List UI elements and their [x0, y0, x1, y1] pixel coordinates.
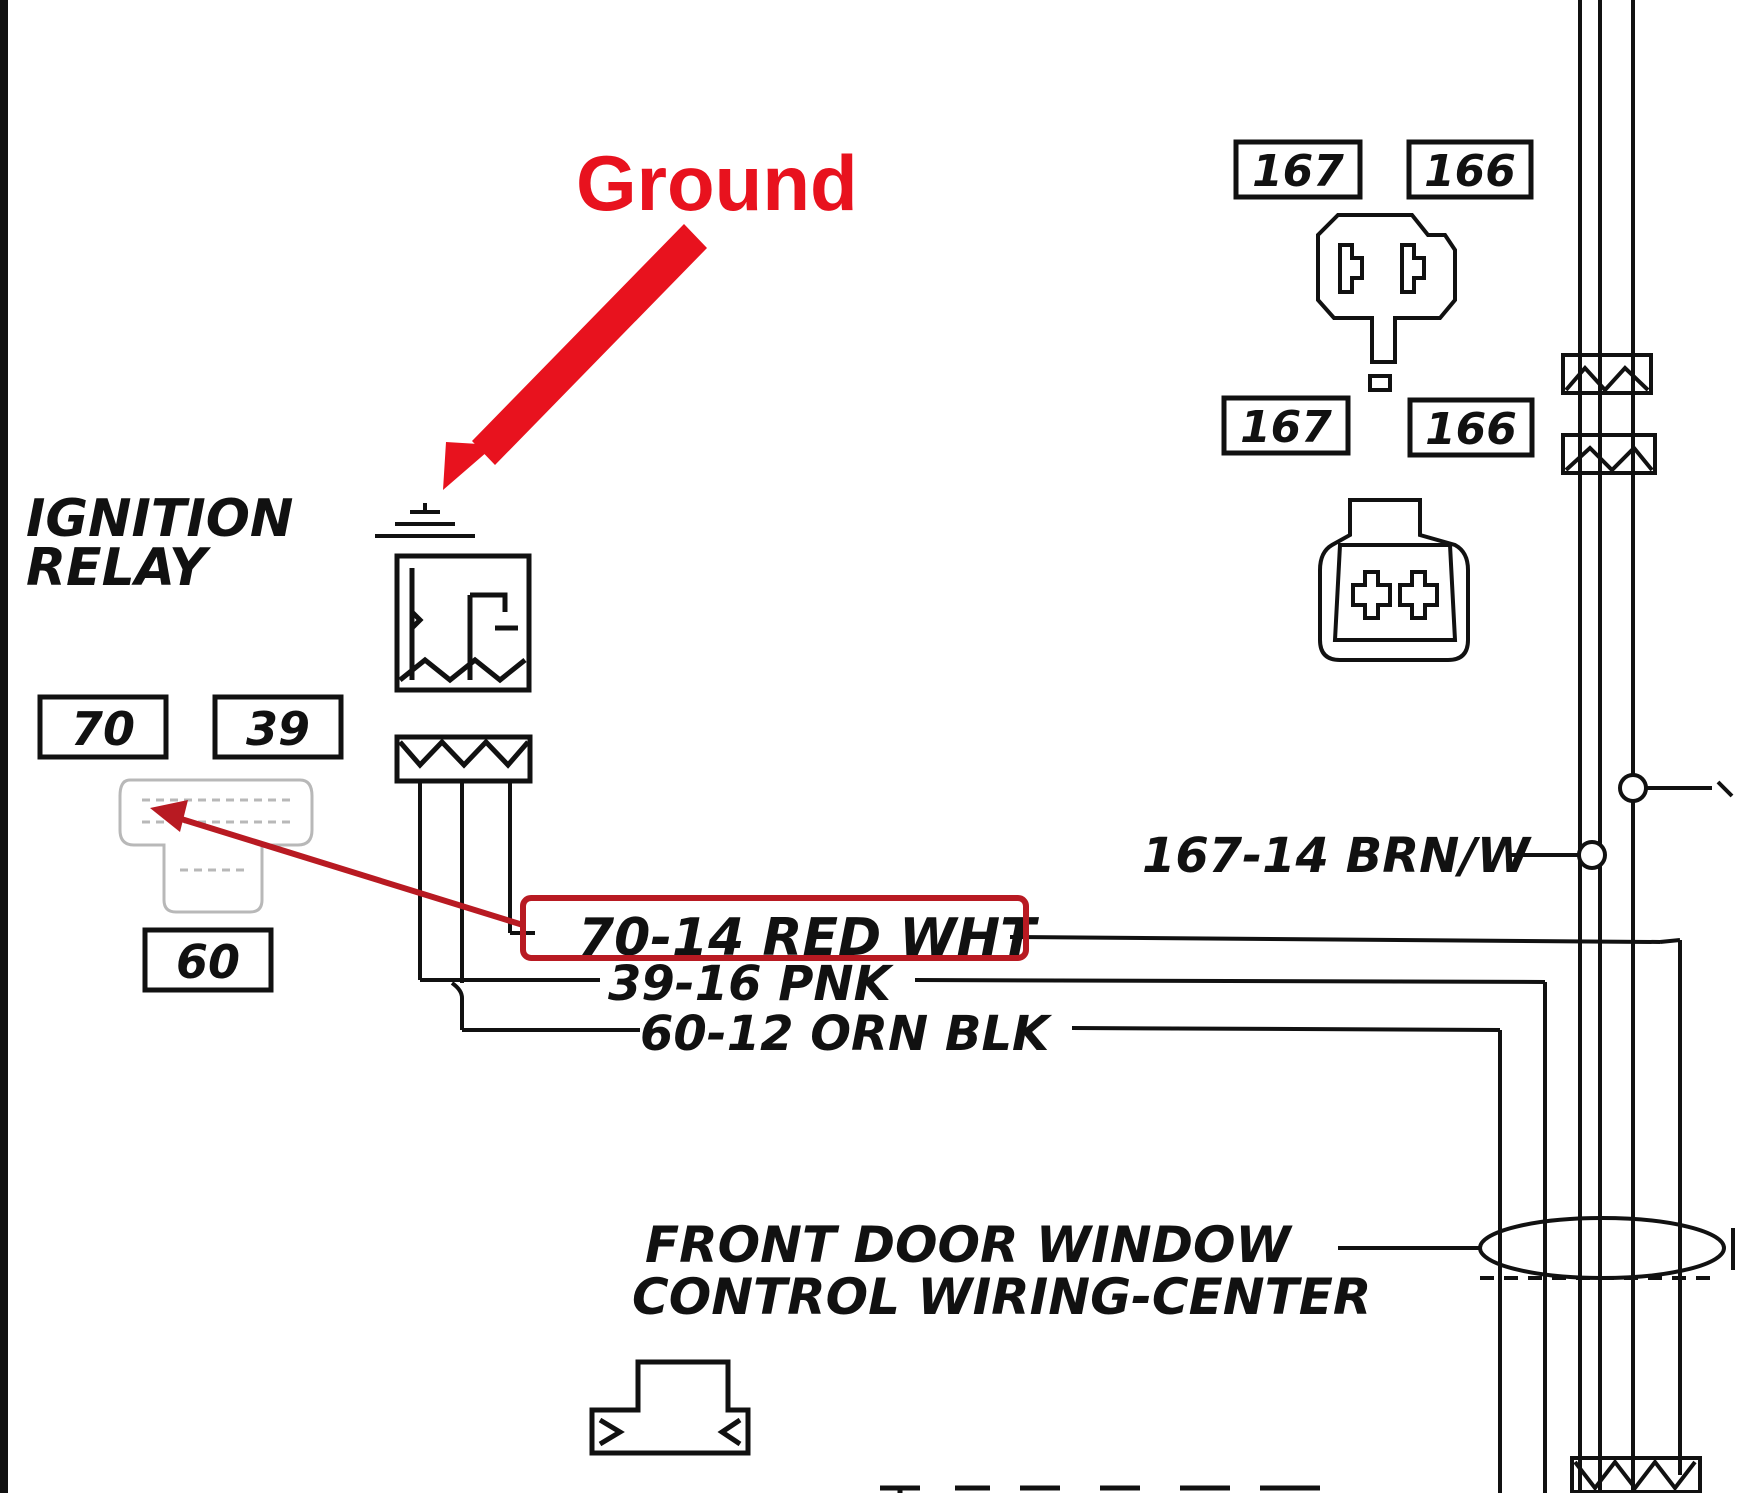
harness-connector-lower — [1561, 433, 1657, 475]
connector-166-lower-label: 166 — [1425, 404, 1517, 455]
tap-167 — [1508, 840, 1607, 870]
connector-box-166-lower: 166 — [1407, 397, 1535, 458]
wiring-center-line2: CONTROL WIRING-CENTER — [632, 1268, 1371, 1326]
terminal-box-39: 39 — [212, 694, 344, 760]
wire-39-label: 39-16 PNK — [608, 956, 895, 1012]
left-border — [0, 0, 8, 1493]
wire-60-label: 60-12 ORN BLK — [640, 1006, 1053, 1062]
connector-167-lower-label: 167 — [1240, 402, 1332, 453]
tap-upper-right — [1618, 773, 1734, 803]
terminal-box-60: 60 — [142, 927, 274, 993]
wire-39 — [418, 781, 1547, 1493]
bottom-connector — [589, 1359, 751, 1456]
vertical-harness — [1578, 0, 1635, 1493]
ground-annotation-label: Ground — [576, 139, 858, 227]
relay-title-line1: IGNITION — [26, 489, 293, 549]
wiring-center-line1: FRONT DOOR WINDOW — [645, 1216, 1294, 1274]
connector-box-166-upper: 166 — [1406, 139, 1534, 200]
ground-annotation-arrow — [443, 224, 707, 490]
connector-box-167-upper: 167 — [1233, 139, 1363, 200]
wire-70-highlight-box — [520, 895, 1029, 961]
wire-60 — [450, 781, 1502, 1493]
ground-symbol — [375, 503, 475, 538]
terminal-70-label: 70 — [71, 702, 135, 756]
bottom-cutoff-text — [880, 1485, 1320, 1493]
wire-167-label: 167-14 BRN/W — [1142, 828, 1532, 884]
relay-title-line2: RELAY — [26, 538, 212, 598]
connector-167-upper-label: 167 — [1252, 146, 1344, 197]
connector-socket-lower — [1318, 498, 1470, 662]
connector-166-upper-label: 166 — [1424, 146, 1516, 197]
wire-70 — [508, 781, 1682, 1475]
harness-connector-upper — [1561, 353, 1653, 395]
relay-connector-faded — [118, 778, 314, 914]
harness-connector-bottom — [1570, 1456, 1702, 1493]
connector-plug-upper — [1316, 213, 1457, 392]
connector-box-167-lower: 167 — [1221, 395, 1351, 456]
relay-pin-block — [394, 734, 533, 784]
terminal-39-label: 39 — [246, 702, 310, 756]
terminal-box-70: 70 — [37, 694, 169, 760]
terminal-60-label: 60 — [176, 935, 240, 989]
relay-body — [394, 553, 532, 693]
wire-70-pointer-arrow — [150, 800, 524, 928]
wiring-center-pointer — [1338, 1216, 1735, 1280]
